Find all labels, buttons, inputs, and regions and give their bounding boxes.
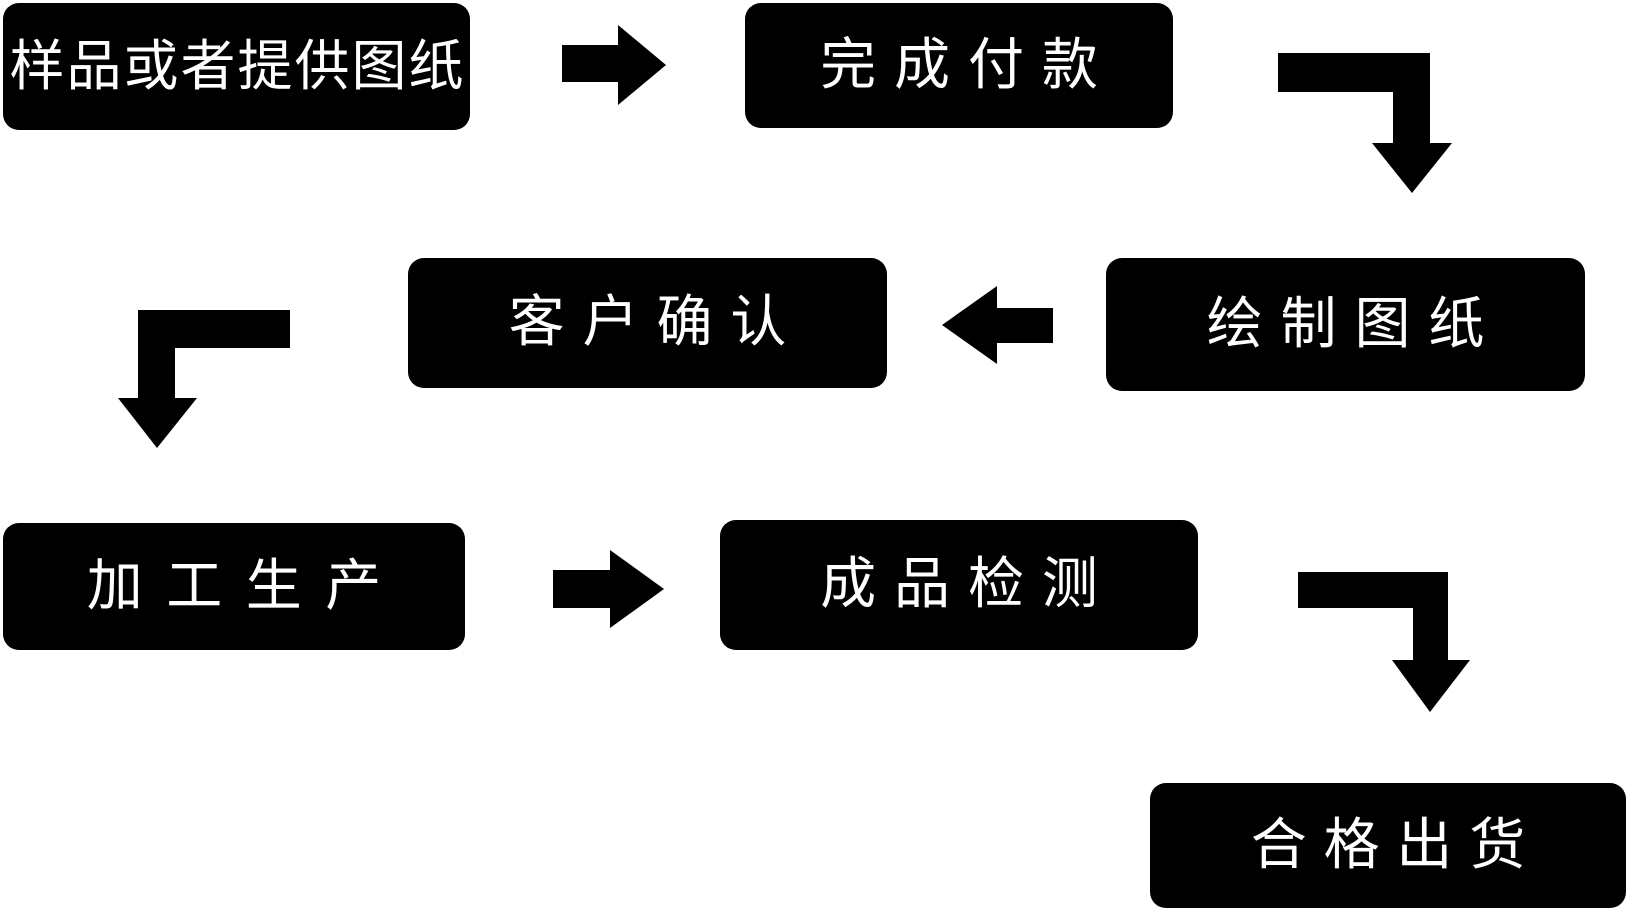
node-label: 完成付款 <box>820 32 1116 98</box>
node-customer-confirmation: 客户确认 <box>408 258 887 388</box>
connector-right-arrow-1 <box>562 25 666 105</box>
node-draw-drawings: 绘制图纸 <box>1106 258 1585 391</box>
node-label: 绘制图纸 <box>1206 291 1503 357</box>
node-finished-product-inspection: 成品检测 <box>720 520 1198 650</box>
node-label: 客户确认 <box>508 290 805 355</box>
connector-elbow-down-arrow-3 <box>1298 572 1470 712</box>
connector-elbow-down-arrow-1 <box>1278 53 1452 193</box>
node-complete-payment: 完成付款 <box>745 3 1173 128</box>
node-sample-or-provide-drawings: 样品或者提供图纸 <box>3 3 470 130</box>
connector-right-arrow-2 <box>553 550 664 628</box>
node-qualified-shipment: 合格出货 <box>1150 783 1626 908</box>
connector-left-arrow <box>942 286 1053 364</box>
connector-elbow-down-arrow-2 <box>118 310 290 448</box>
node-processing-production: 加工生产 <box>3 523 465 650</box>
node-label: 合格出货 <box>1250 812 1542 878</box>
node-label: 样品或者提供图纸 <box>9 34 466 98</box>
node-label: 成品检测 <box>820 552 1116 617</box>
node-label: 加工生产 <box>86 553 405 619</box>
